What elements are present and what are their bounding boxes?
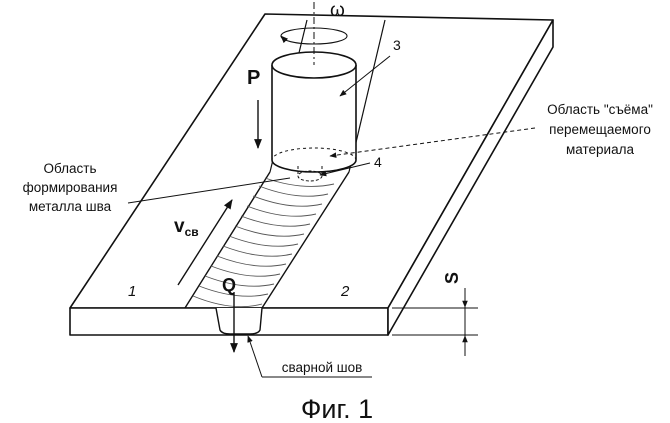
- part-2-label: 2: [340, 283, 350, 300]
- removal-area-annotation: Область "съёма" перемещаемого материала: [547, 102, 653, 157]
- figure-caption: Фиг. 1: [301, 394, 373, 423]
- omega-label: ω: [330, 0, 345, 21]
- force-arrows: [177, 100, 262, 353]
- force-q-label: Q: [222, 275, 236, 295]
- leader-lines: [127, 55, 536, 378]
- forming-area-line-3: металла шва: [29, 199, 112, 214]
- forming-area-annotation: Область формирования металла шва: [23, 161, 118, 214]
- rotation-arrow: [280, 35, 289, 44]
- removal-area-line-3: материала: [566, 142, 634, 157]
- plate-right-face: [387, 19, 554, 336]
- weld-root: [215, 307, 263, 335]
- weld-seam-label: сварной шов: [282, 360, 363, 375]
- seam-groove-left-edge: [184, 171, 271, 309]
- v-arrow: [177, 199, 233, 286]
- leader-3: [339, 55, 391, 97]
- tool-cylinder: [271, 51, 357, 182]
- seam-groove-right-edge: [261, 171, 350, 309]
- velocity-label: vсв: [174, 216, 199, 239]
- force-p-label: P: [247, 67, 260, 89]
- leader-4: [319, 162, 371, 177]
- velocity-subscript: св: [185, 225, 199, 239]
- thickness-dimension: [392, 288, 478, 356]
- removal-area-line-2: перемещаемого: [549, 122, 651, 137]
- velocity-symbol: v: [174, 216, 185, 237]
- forming-area-line-2: формирования: [23, 180, 118, 195]
- part-1-label: 1: [128, 283, 136, 300]
- removal-area-line-1: Область "съёма": [547, 102, 653, 117]
- leader-forming-area: [127, 177, 291, 204]
- rotation-indicator: [280, 2, 348, 65]
- callout-3-label: 3: [393, 37, 401, 53]
- tool-bottom-dashed: [271, 147, 357, 173]
- seam-groove: [184, 19, 386, 335]
- weld-ripples: [192, 177, 335, 308]
- callout-4-label: 4: [374, 154, 382, 170]
- forming-area-line-1: Область: [44, 161, 97, 176]
- thickness-s-label: S: [442, 272, 462, 284]
- tool-body: [271, 65, 357, 173]
